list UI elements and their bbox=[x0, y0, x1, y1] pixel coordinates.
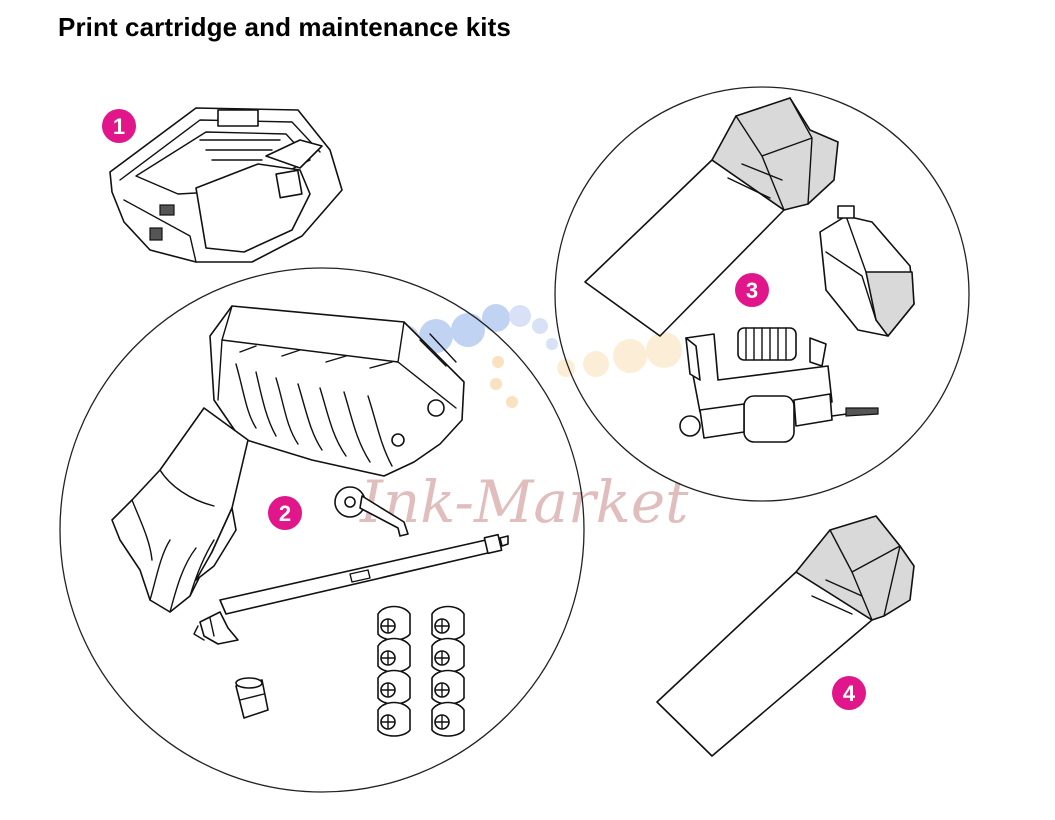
feed-roller bbox=[377, 669, 411, 705]
gloves bbox=[111, 407, 249, 613]
pickup-roller bbox=[235, 677, 269, 719]
page-title: Print cartridge and maintenance kits bbox=[58, 12, 511, 42]
adf-bagged-part bbox=[584, 97, 839, 337]
callout-4-number: 4 bbox=[843, 681, 856, 706]
watermark-dot bbox=[532, 318, 548, 334]
fuser-assembly bbox=[209, 305, 465, 477]
callout-3-number: 3 bbox=[746, 278, 758, 303]
feed-roller bbox=[377, 637, 411, 673]
watermark-dot bbox=[546, 338, 558, 350]
callout-1: 1 bbox=[102, 109, 136, 143]
feed-roller bbox=[431, 605, 465, 641]
watermark-dot bbox=[583, 351, 609, 377]
watermark-dot bbox=[482, 304, 510, 332]
feed-roller bbox=[431, 637, 465, 673]
adf-separation-pad bbox=[819, 205, 915, 337]
transfer-roller bbox=[193, 533, 509, 645]
watermark-dot bbox=[490, 378, 502, 390]
watermark-dot bbox=[451, 313, 485, 347]
watermark-dot bbox=[506, 396, 518, 408]
feed-roller-set bbox=[377, 605, 465, 737]
adf-kit-circle bbox=[554, 86, 970, 502]
callout-2-number: 2 bbox=[279, 501, 291, 526]
callout-2: 2 bbox=[268, 496, 302, 530]
feed-roller bbox=[377, 701, 411, 737]
feed-roller bbox=[431, 669, 465, 705]
adf-pickup-roller-assembly bbox=[679, 327, 879, 443]
feed-roller bbox=[431, 701, 465, 737]
maintenance-kit-circle bbox=[59, 267, 585, 793]
feed-roller bbox=[377, 605, 411, 641]
callout-1-number: 1 bbox=[113, 114, 125, 139]
watermark-dot bbox=[613, 339, 647, 373]
watermark-dot bbox=[646, 332, 682, 368]
callout-3: 3 bbox=[735, 273, 769, 307]
lever-spring bbox=[334, 486, 409, 537]
stapler-cartridge bbox=[656, 515, 915, 757]
watermark-text: Ink-Market bbox=[359, 468, 689, 536]
callout-4: 4 bbox=[832, 676, 866, 710]
watermark-dot bbox=[492, 356, 504, 368]
print-cartridge bbox=[109, 107, 343, 263]
watermark-dot bbox=[509, 305, 531, 327]
